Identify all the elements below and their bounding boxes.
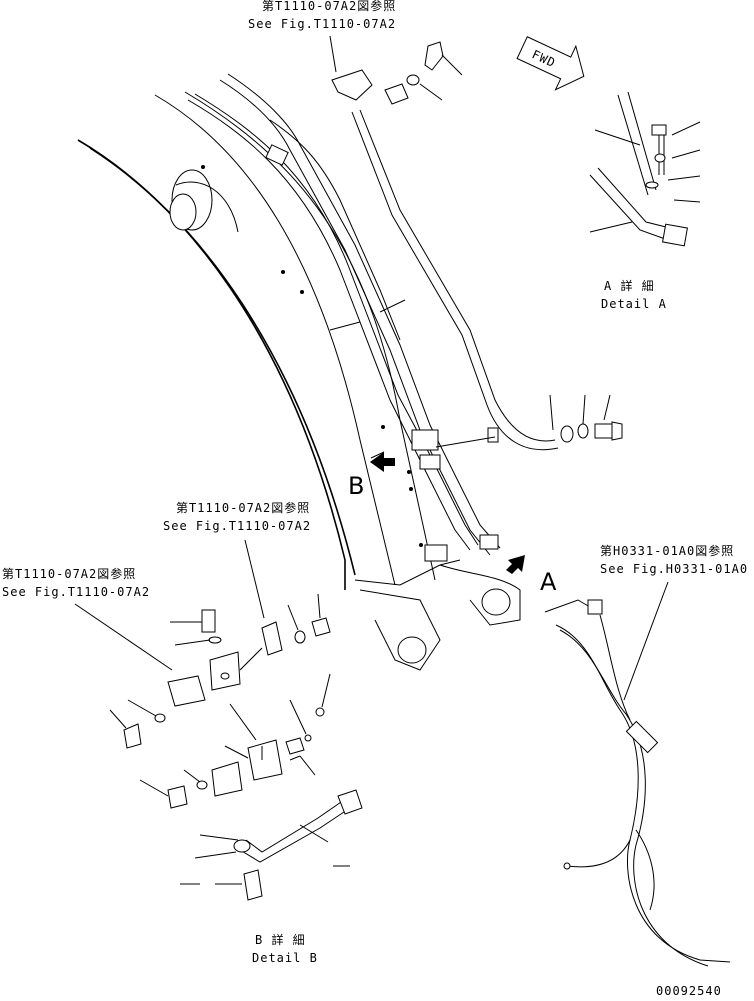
detail-a-jp: A 詳 細 (604, 278, 655, 293)
ref-top-en: See Fig.T1110-07A2 (248, 17, 396, 31)
detail-b-jp: B 詳 細 (255, 932, 306, 947)
boom-body (77, 91, 521, 671)
fwd-arrow: FWD (516, 36, 585, 91)
arrow-b (370, 451, 395, 472)
ref-mid-en: See Fig.T1110-07A2 (163, 519, 311, 533)
leader-top-ref (329, 35, 337, 73)
detail-a-en: Detail A (601, 297, 667, 311)
ref-left-jp: 第T1110-07A2図参照 (2, 566, 136, 581)
arrow-a (506, 555, 525, 574)
detail-a-drawing (589, 91, 701, 247)
ref-mid-jp: 第T1110-07A2図参照 (176, 500, 310, 515)
leader-mid-ref (244, 539, 265, 619)
ref-left-en: See Fig.T1110-07A2 (2, 585, 150, 599)
ref-right-jp: 第H0331-01A0図参照 (600, 543, 734, 558)
right-bolt-assembly (549, 394, 623, 443)
detail-b-drawing (109, 593, 363, 901)
ref-top-jp: 第T1110-07A2図参照 (262, 0, 396, 13)
drawing-number: 00092540 (656, 984, 722, 998)
detail-b-en: Detail B (252, 951, 318, 965)
view-marker-a: A (540, 568, 557, 596)
ref-right-en: See Fig.H0331-01A0 (600, 562, 748, 576)
leader-right-ref (623, 581, 669, 701)
view-marker-b: B (348, 472, 364, 500)
top-bracket (331, 41, 463, 105)
boom-piping (187, 73, 559, 562)
wiring-harness (544, 599, 731, 967)
leader-left-ref (74, 603, 173, 671)
